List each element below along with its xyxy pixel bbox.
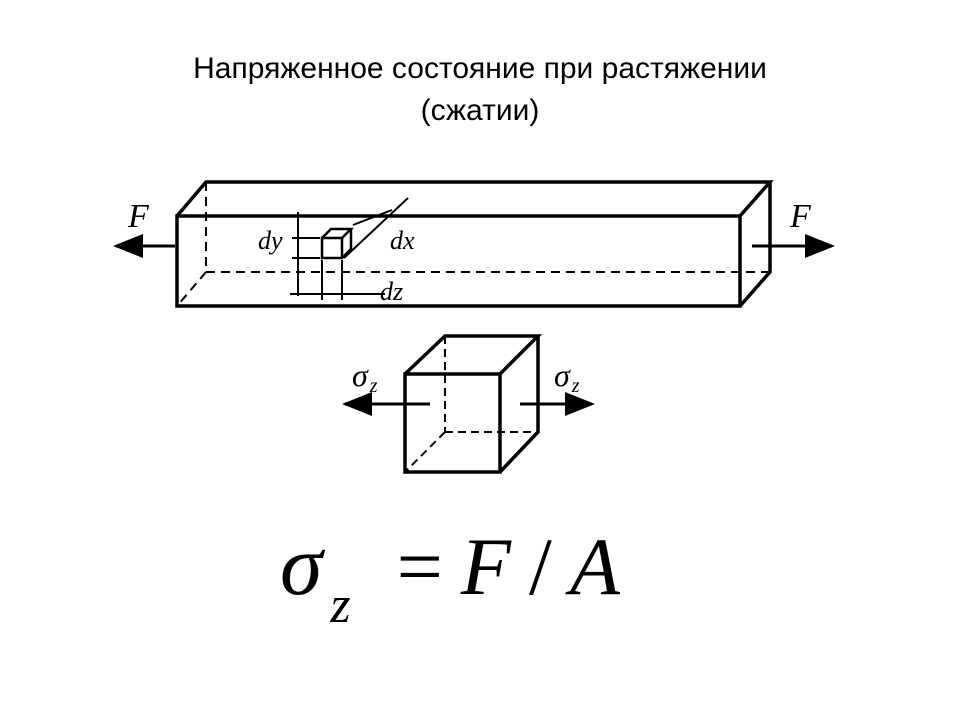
formula-equals: = bbox=[396, 521, 443, 612]
beam-front-face bbox=[175, 214, 742, 308]
dx-label: dx bbox=[390, 226, 415, 255]
beam-hidden-edges bbox=[176, 182, 770, 307]
beam-right-face bbox=[738, 182, 772, 308]
elementary-cube-small bbox=[320, 227, 355, 260]
beam bbox=[175, 180, 774, 308]
dimension-lines bbox=[290, 197, 409, 300]
formula-sigma: σ bbox=[280, 517, 323, 613]
formula-force: F bbox=[460, 521, 512, 612]
formula-divide: / bbox=[529, 521, 552, 612]
force-label-right: F bbox=[789, 198, 812, 235]
elementary-cube-large bbox=[403, 334, 543, 474]
formula-area: A bbox=[569, 521, 620, 612]
cube-front-face bbox=[403, 372, 502, 474]
dy-label: dy bbox=[258, 226, 283, 255]
title-line-2: (сжатии) bbox=[420, 94, 540, 127]
cube-hidden-edges bbox=[404, 336, 538, 473]
formula-subscript: z bbox=[330, 577, 351, 634]
dx-dimension-line bbox=[343, 197, 409, 259]
force-label-left: F bbox=[127, 198, 150, 235]
slide-title: Напряженное состояние при растяжении (сж… bbox=[60, 48, 900, 132]
beam-top-face bbox=[175, 180, 774, 218]
dz-label: dz bbox=[380, 277, 403, 306]
title-line-1: Напряженное состояние при растяжении bbox=[193, 52, 767, 85]
cube-top-face bbox=[403, 334, 543, 376]
